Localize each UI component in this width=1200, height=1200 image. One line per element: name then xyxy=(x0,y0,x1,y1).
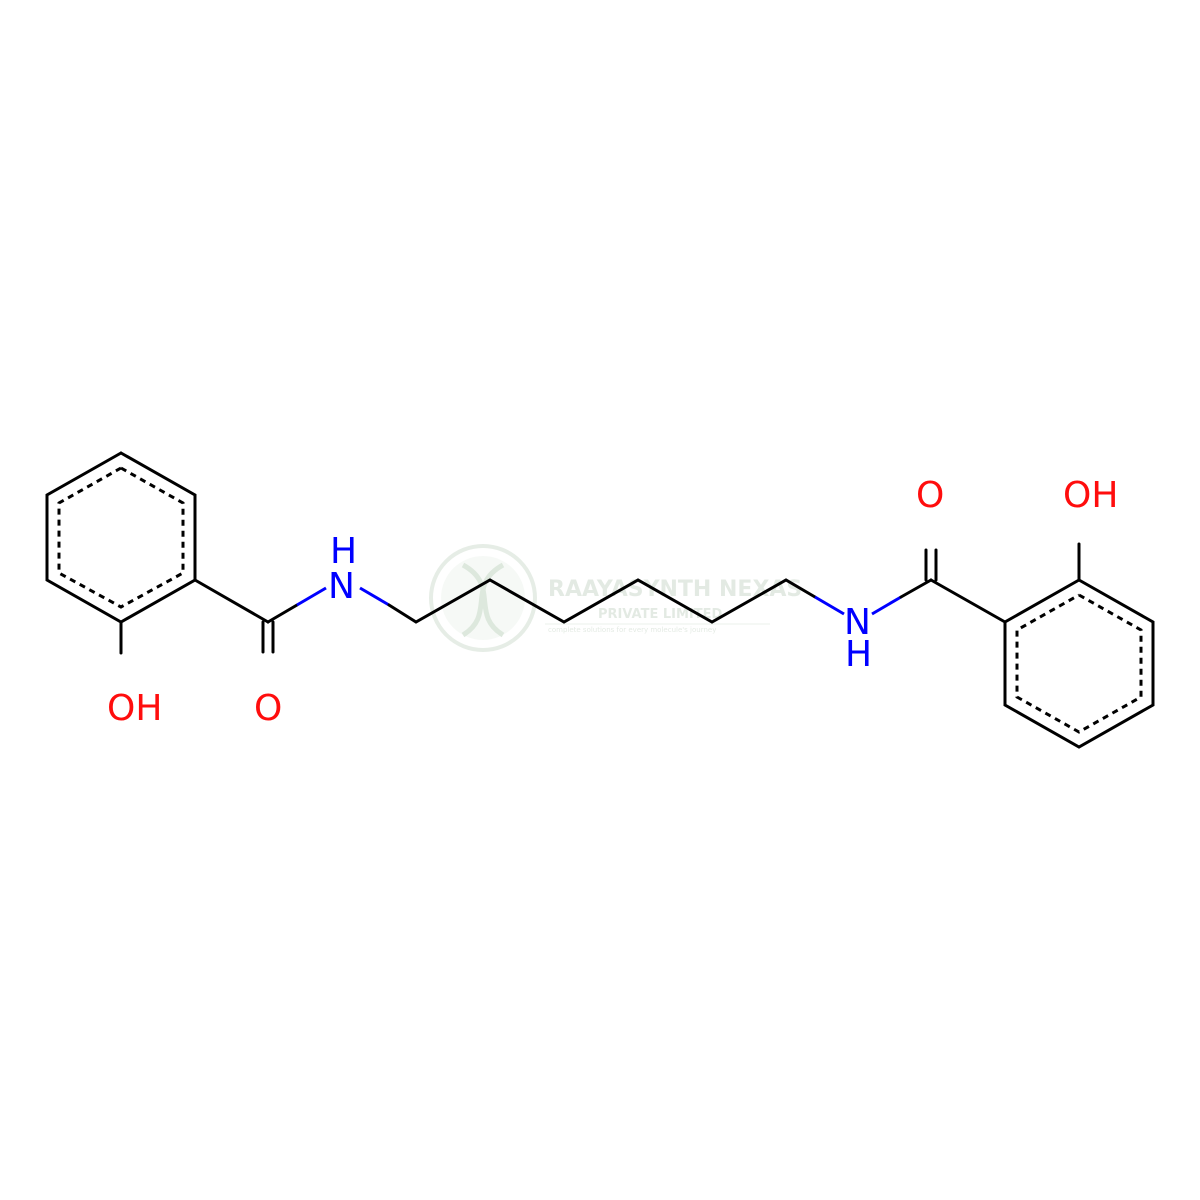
watermark-helix-icon xyxy=(461,562,505,638)
watermark-circle-inner xyxy=(441,556,525,640)
hexamethylene-chain xyxy=(387,578,817,624)
right-amide-nitrogen-label: N xyxy=(844,602,871,643)
left-amide-hydrogen-label: H xyxy=(330,531,357,572)
right-amide-hydrogen-label: H xyxy=(845,634,872,675)
right-substituents xyxy=(814,542,1081,624)
watermark-name: RAAYASYNTH NEXAS xyxy=(548,577,802,602)
left-benzene-ring xyxy=(45,451,197,624)
left-substituents xyxy=(119,578,390,655)
watermark-subtitle: PRIVATE LIMITED xyxy=(598,607,723,622)
left-n-chain-bond xyxy=(359,586,390,607)
right-benzene-ring xyxy=(1003,578,1155,749)
watermark-tagline: complete solutions for every molecule's … xyxy=(548,626,716,634)
right-hydroxyl-label: OH xyxy=(1063,475,1118,516)
left-amide-nitrogen-label: N xyxy=(328,566,355,607)
left-n-bond xyxy=(296,586,327,607)
left-carbonyl-oxygen-label: O xyxy=(254,688,282,729)
right-carbonyl-oxygen-label: O xyxy=(916,475,944,516)
right-n-chain-bond xyxy=(814,595,845,616)
right-n-bond xyxy=(871,595,902,616)
left-hydroxyl-label: OH xyxy=(107,688,162,729)
watermark-logo: RAAYASYNTH NEXAS PRIVATE LIMITED complet… xyxy=(429,544,802,652)
watermark-circle xyxy=(429,544,537,652)
